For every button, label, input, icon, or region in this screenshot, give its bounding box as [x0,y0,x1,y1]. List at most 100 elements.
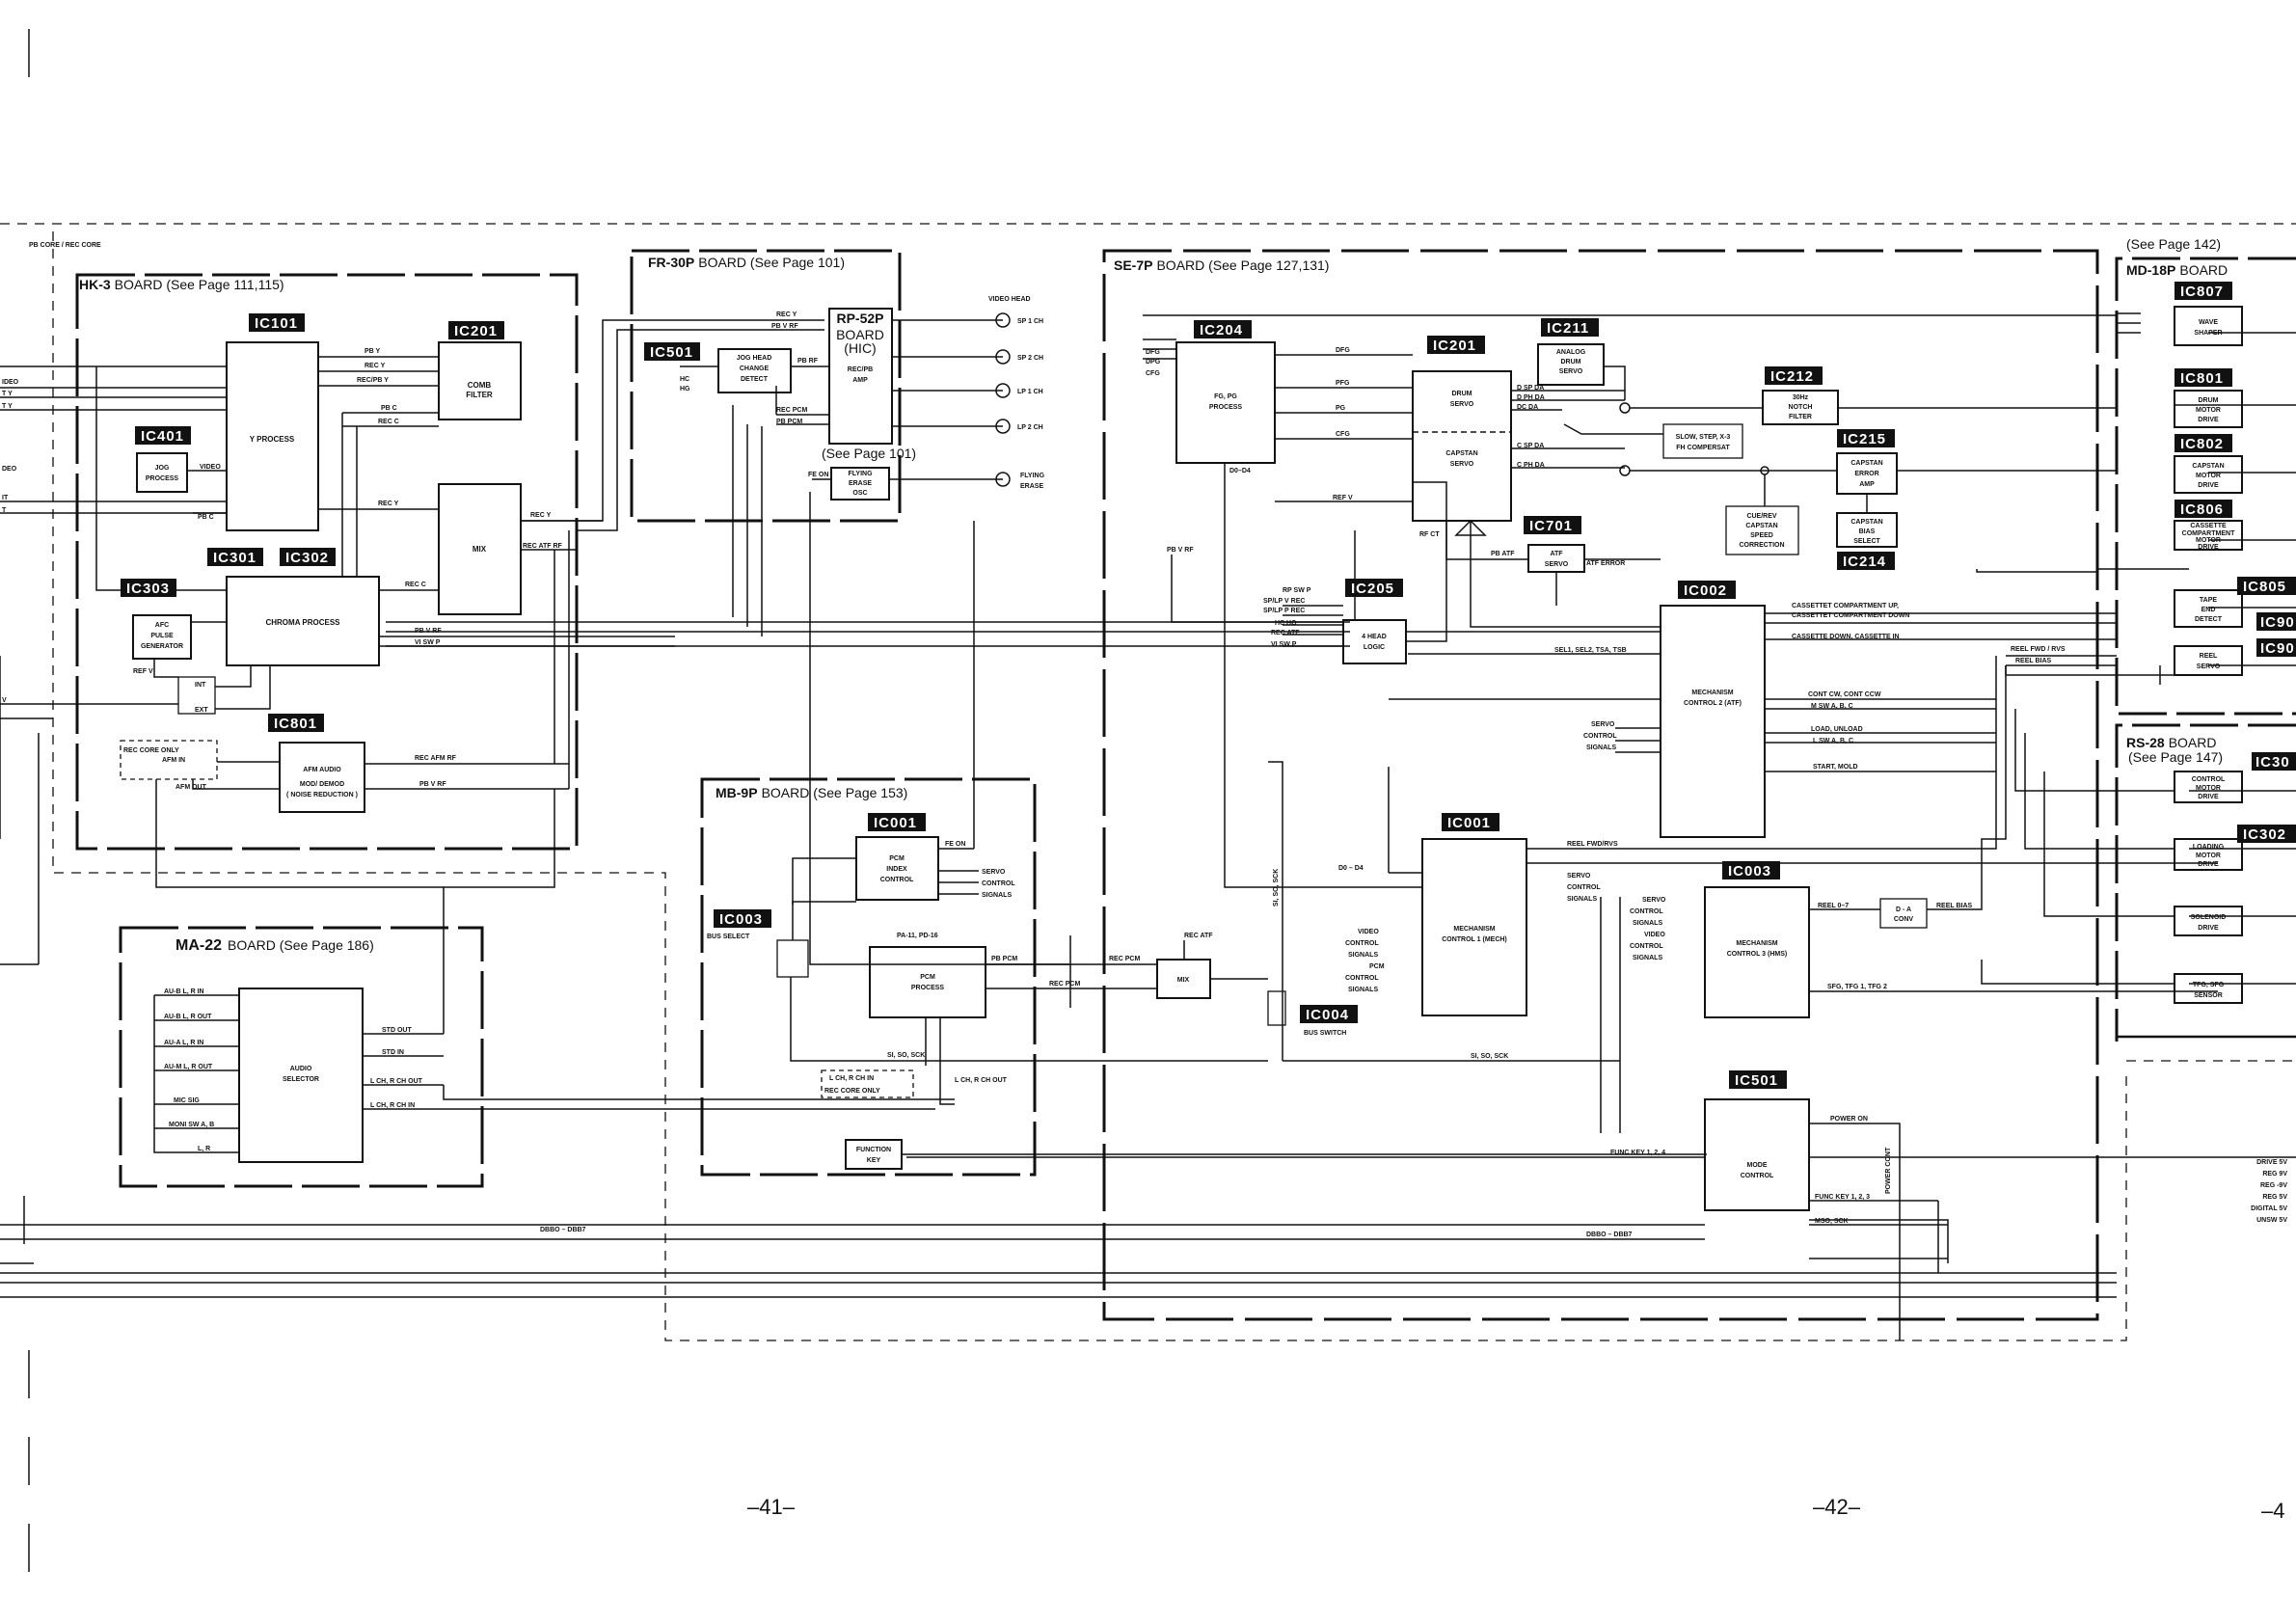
sig-sp-lp-p-rec: SP/LP P REC [1263,608,1305,614]
sig-dbbo-dbb7-2: DBBO – DBB7 [1586,1232,1633,1238]
four-head-2: LOGIC [1364,644,1385,651]
loading-motor-2: MOTOR [2196,853,2221,859]
sig-ext: EXT [195,707,208,714]
capstan-bias-2: BIAS [1859,528,1876,535]
sig-cont-cw: CONT CW, CONT CCW [1808,691,1881,698]
sig-au-b: AU-B L, R IN [164,988,204,995]
sig-dfg: DFG [1146,349,1160,356]
left-edge-3: T Y [2,403,13,410]
sig-rec-atf-rf: REC ATF RF [523,543,563,550]
sig-rec-core-only2: REC CORE ONLY [824,1088,880,1095]
mech2-1: MECHANISM [1691,690,1733,696]
rp52p-line5: AMP [852,377,868,384]
comb-filter-label-1: COMB [468,381,492,390]
hk3-board-frame [75,273,579,851]
sig-reel-0-7: REEL 0–7 [1818,903,1849,909]
notch-3: FILTER [1789,414,1812,420]
mode-control-2: CONTROL [1741,1173,1774,1179]
sig-pa-pd: PA-11, PD-16 [897,933,938,939]
cassette-comp-2: COMPARTMENT [2182,530,2235,537]
control-motor-2: MOTOR [2196,785,2221,792]
head-sp2: SP 2 CH [1017,355,1043,362]
sig-rec-c: REC C [378,419,399,425]
analog-drum-3: SERVO [1559,368,1583,375]
mech3-2: CONTROL 3 (HMS) [1727,951,1787,958]
page-number-43: –4 [2261,1499,2284,1523]
solenoid-2: DRIVE [2198,925,2219,932]
function-key-1: FUNCTION [856,1147,891,1153]
sig-cfg: CFG [1146,370,1160,377]
pwr-6: UNSW 5V [2256,1217,2287,1224]
ic-se-ic201: IC201 [1433,338,1476,354]
sig-ref-v: REF V [133,668,153,675]
rp52p-name: RP-52P [836,311,883,326]
flying-erase-osc-1: FLYING [848,471,873,477]
sig-rec-y: REC Y [365,363,386,369]
ic-hk-ic301: IC301 [213,550,257,566]
drum-motor-1: DRUM [2199,397,2219,404]
sig-reel-fwd-rvs: REEL FWD / RVS [2011,646,2066,653]
flying-erase-2: ERASE [1020,483,1043,490]
afc-label-3: GENERATOR [141,643,183,650]
cassette-comp-1: CASSETTE [2190,523,2227,529]
sig-sel: SEL1, SEL2, TSA, TSB [1554,647,1627,654]
control-motor-1: CONTROL [2192,776,2226,783]
sig-au-m: AU-M L, R OUT [164,1064,213,1070]
capstan-motor-2: MOTOR [2196,473,2221,479]
capstan-error-2: ERROR [1854,471,1878,477]
sig-reel-bias: REEL BIAS [2015,658,2052,664]
reel-servo-1: REEL [2200,653,2218,660]
analog-drum-1: ANALOG [1556,349,1586,356]
sig-dbbo-dbb7: DBBO – DBB7 [540,1227,586,1233]
left-edge-1: IDEO [2,379,19,386]
sig-mech1-in-5: CONTROL [1345,975,1379,982]
sig-lch-rch-out2: L CH, R CH OUT [370,1078,423,1085]
sig-cassette-dn-in: CASSETTE DOWN, CASSETTE IN [1792,634,1900,640]
pwr-3: REG -9V [2260,1182,2287,1189]
sig-rec-afm-rf: REC AFM RF [415,755,457,762]
sig-lch-rch-in2: L CH, R CH IN [370,1102,415,1109]
sig-mech3-in-6: SIGNALS [1633,955,1662,961]
tape-end-2: END [2201,607,2216,613]
sig-au-a: AU-A L, R IN [164,1040,203,1046]
loading-motor-3: DRIVE [2198,861,2219,868]
atf-servo-2: SERVO [1545,561,1569,568]
sig-mb-out-3: SIGNALS [982,892,1012,899]
capstan-bias-1: CAPSTAN [1850,519,1882,526]
rp52p-see: (See Page 101) [822,446,916,461]
tape-end-1: TAPE [2200,597,2217,604]
rp52p-line4: REC/PB [848,366,873,373]
drum-servo-2: SERVO [1450,401,1474,408]
sig-int: INT [195,682,206,689]
sig-c-sp-da: C SP DA [1517,443,1544,449]
ic-hk-ic302: IC302 [285,550,329,566]
mix-mb-label: MIX [1177,977,1190,984]
capstan-error-3: AMP [1859,481,1875,488]
head-sp1: SP 1 CH [1017,318,1043,325]
cue-rev-2: CAPSTAN [1745,523,1777,529]
ic-se-ic215: IC215 [1843,431,1886,447]
sig-dc-da: DC DA [1517,404,1538,411]
sig-rec-atf: REC ATF [1271,630,1300,636]
ic-hk-ic401: IC401 [141,428,184,445]
sig-c-ph-da: C PH DA [1517,462,1545,469]
pwr-5: DIGITAL 5V [2251,1205,2287,1212]
sig-l-r: L, R [198,1146,210,1152]
ic-se-ic003: IC003 [1728,863,1771,880]
sig-mech3-in-4: VIDEO [1644,932,1665,938]
ic-md-ic807: IC807 [2180,284,2224,300]
sig-sfg: SFG, TFG 1, TFG 2 [1827,984,1887,990]
se7p-board-frame [1102,249,2099,1321]
pcm-index-2: INDEX [886,866,907,873]
sig-fr-rec-y: REC Y [776,311,797,318]
rs28-board-see: (See Page 147) [2128,749,2223,765]
left-edge-5: IT [2,495,9,501]
sig-d-sp-da: D SP DA [1517,385,1544,392]
afc-label-2: PULSE [150,633,174,639]
video-head-label: VIDEO HEAD [988,296,1031,303]
sig-mb-out-2: CONTROL [982,880,1015,887]
cue-rev-3: SPEED [1750,532,1773,539]
ic-se-ic205: IC205 [1351,581,1394,597]
ic-mb-ic003: IC003 [719,911,763,928]
